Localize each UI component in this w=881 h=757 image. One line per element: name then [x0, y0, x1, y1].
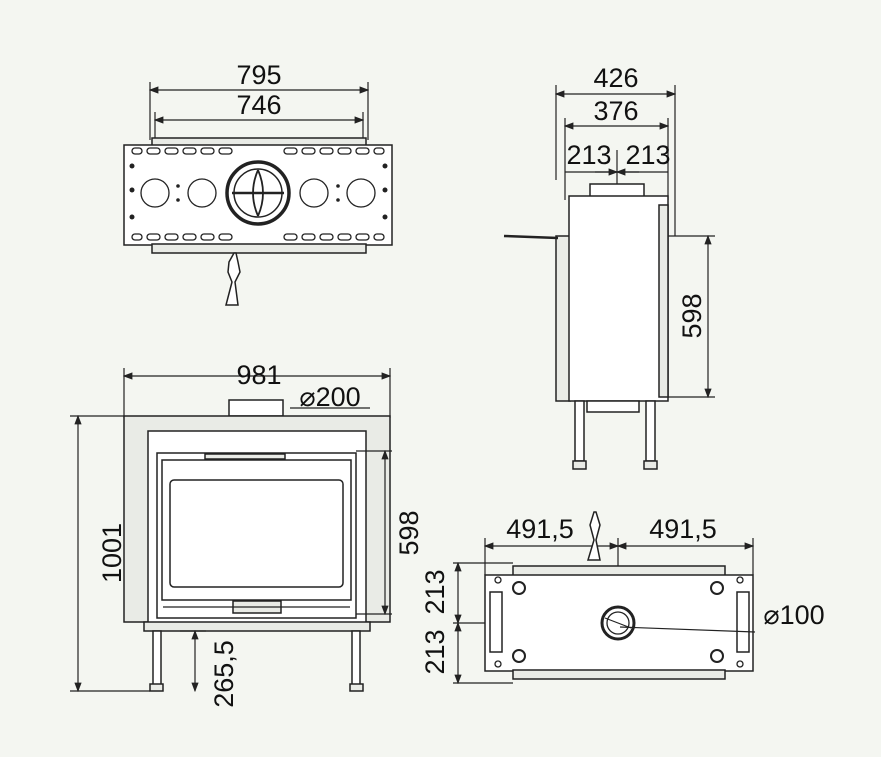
flue-collar-top [225, 160, 291, 226]
top-view-slots [131, 147, 385, 241]
side-height-label: 598 [677, 293, 707, 338]
bottom-view-bolts [494, 576, 744, 668]
side-view-body [568, 195, 669, 402]
front-leg-height-label: 265,5 [209, 640, 239, 708]
side-handle-rod [503, 234, 559, 240]
bottom-outlet [600, 605, 636, 641]
top-view-holes [129, 163, 388, 220]
bottom-quarter-bottom-label: 213 [420, 629, 450, 674]
damper-handle-top [225, 252, 241, 306]
bottom-half-right-label: 491,5 [649, 514, 717, 544]
side-view: 426 376 213 213 598 [503, 63, 715, 470]
front-view-glass [169, 479, 344, 588]
bottom-damper-handle [586, 511, 601, 561]
top-outer-width-label: 795 [236, 60, 281, 90]
side-flue-collar [589, 183, 645, 198]
side-foot-right [643, 460, 658, 470]
side-half-left-label: 213 [566, 140, 611, 170]
front-flue-diameter-label: ⌀200 [299, 382, 360, 412]
front-width-label: 981 [236, 360, 281, 390]
front-foot-right [349, 683, 364, 692]
side-depth-label: 426 [593, 63, 638, 93]
bottom-outlet-diameter-label: ⌀100 [763, 600, 824, 630]
top-inner-width-label: 746 [236, 90, 281, 120]
front-foot-left [149, 683, 164, 692]
front-height-label: 1001 [97, 523, 127, 583]
top-view: 795 746 [123, 60, 393, 306]
bottom-quarter-top-label: 213 [420, 569, 450, 614]
side-foot-left [572, 460, 587, 470]
bottom-half-left-label: 491,5 [506, 514, 574, 544]
side-half-right-label: 213 [625, 140, 670, 170]
front-flue-collar [228, 399, 284, 417]
front-view: 981 ⌀200 1001 598 265,5 [70, 360, 424, 708]
front-glass-height-label: 598 [394, 510, 424, 555]
bottom-view: 491,5 491,5 213 213 ⌀100 [420, 511, 825, 685]
side-inner-depth-label: 376 [593, 96, 638, 126]
